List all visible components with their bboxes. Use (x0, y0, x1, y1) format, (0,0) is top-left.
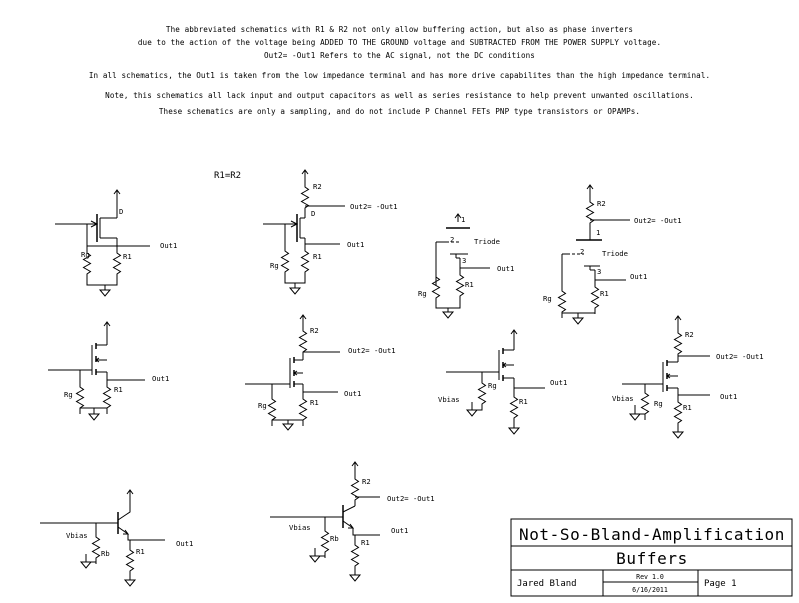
triode-label: Triode (474, 237, 500, 246)
r1-label: R1 (519, 397, 528, 406)
note-line-1: The abbreviated schematics with R1 & R2 … (165, 25, 634, 34)
drain-label: D (311, 209, 315, 218)
title-block-page: Page 1 (704, 579, 737, 589)
out1-label: Out1 (630, 272, 647, 281)
rg-label: Rg (258, 401, 267, 410)
rg-label: Rg (488, 381, 497, 390)
note-line-4: In all schematics, the Out1 is taken fro… (88, 71, 711, 80)
out2-label: Out2= -Out1 (634, 216, 682, 225)
r2-label: R2 (313, 182, 322, 191)
out1-label: Out1 (497, 264, 514, 273)
r1-label: R1 (310, 398, 319, 407)
note-line-2: due to the action of the voltage being A… (137, 38, 662, 47)
triode-label: Triode (602, 249, 628, 258)
out1-label: Out1 (720, 392, 737, 401)
rg-label: Rg (654, 399, 663, 408)
vbias-label: Vbias (289, 523, 311, 532)
pin1-label: 1 (461, 215, 465, 224)
rg-label: Rg (418, 289, 427, 298)
title-block-title: Not-So-Bland-Amplification (519, 525, 785, 544)
circuit-jfet-splitter (263, 169, 345, 295)
title-block-author: Jared Bland (517, 579, 577, 589)
rg-label: Rg (543, 294, 552, 303)
circuit-mosfet-follower (48, 321, 145, 421)
r2-label: R2 (685, 330, 694, 339)
out2-label: Out2= -Out1 (348, 346, 396, 355)
rb-label: Rb (330, 534, 339, 543)
r1-label: R1 (683, 403, 692, 412)
r1-label: R1 (123, 252, 132, 261)
r2-label: R2 (362, 477, 371, 486)
r1-label: R1 (465, 280, 474, 289)
pin1-label: 1 (596, 228, 600, 237)
out1-label: Out1 (176, 539, 193, 548)
r1-label: R1 (136, 547, 145, 556)
r1-label: R1 (600, 289, 609, 298)
circuit-mosfet-vbias-splitter (622, 315, 710, 439)
out2-label: Out2= -Out1 (716, 352, 764, 361)
circuit-bjt-splitter (270, 461, 380, 582)
pin2-label: 2 (580, 247, 584, 256)
drain-label: D (119, 207, 123, 216)
vbias-label: Vbias (438, 395, 460, 404)
circuit-mosfet-vbias-follower (446, 329, 545, 435)
out1-label: Out1 (550, 378, 567, 387)
pin2-label: 2 (450, 235, 454, 244)
out2-label: Out2= -Out1 (350, 202, 398, 211)
circuit-mosfet-splitter (245, 314, 340, 431)
rb-label: Rb (101, 549, 110, 558)
r1-label: R1 (361, 538, 370, 547)
out1-label: Out1 (344, 389, 361, 398)
note-line-5: Note, this schematics all lack input and… (105, 91, 694, 100)
r1-label: R1 (114, 385, 123, 394)
circuit-triode-follower (432, 213, 490, 319)
title-block (510, 518, 793, 597)
title-block-rev: Rev 1.0 (636, 573, 664, 581)
rg-label: Rg (64, 390, 73, 399)
vbias-label: Vbias (612, 394, 634, 403)
out1-label: Out1 (152, 374, 169, 383)
r1-label: R1 (313, 252, 322, 261)
title-block-subtitle: Buffers (616, 549, 688, 568)
rg-label: Rg (270, 261, 279, 270)
pin3-label: 3 (597, 267, 601, 276)
circuit-bjt-follower (40, 489, 165, 587)
out1-label: Out1 (160, 241, 177, 250)
circuit-jfet-follower (55, 189, 150, 297)
rg-label: Rg (81, 250, 90, 259)
note-line-6: These schematics are only a sampling, an… (158, 107, 641, 116)
r2-label: R2 (310, 326, 319, 335)
pin3-label: 3 (462, 256, 466, 265)
out2-label: Out2= -Out1 (387, 494, 435, 503)
out1-label: Out1 (391, 526, 408, 535)
vbias-label: Vbias (66, 531, 88, 540)
r2-label: R2 (597, 199, 606, 208)
title-block-date: 6/16/2011 (632, 586, 668, 594)
note-line-3: Out2= -Out1 Refers to the AC signal, not… (264, 51, 535, 60)
circuit-triode-splitter (558, 184, 630, 325)
r1-equals-r2-label: R1=R2 (214, 171, 241, 181)
out1-label: Out1 (347, 240, 364, 249)
